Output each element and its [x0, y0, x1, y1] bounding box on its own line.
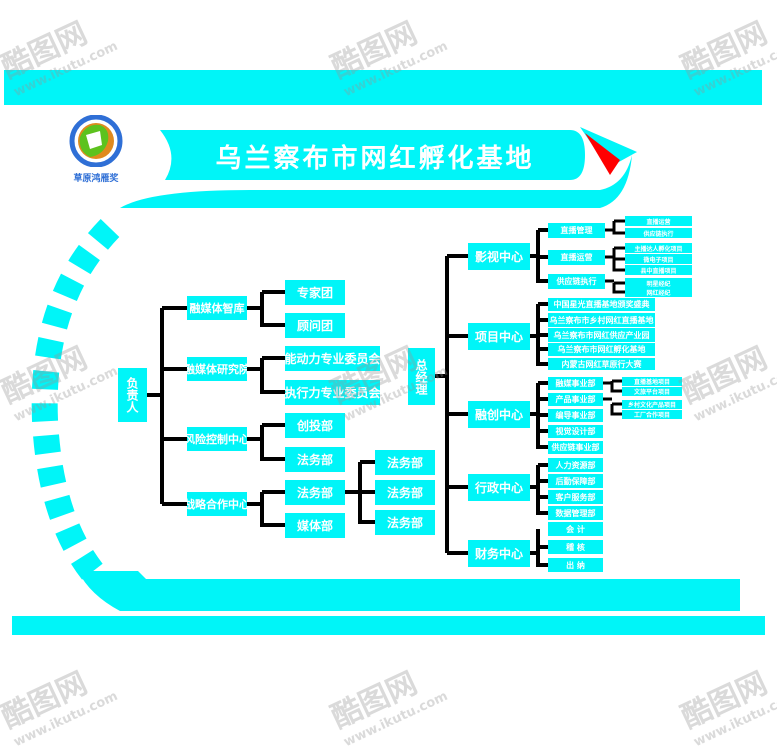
node-sub-unit: 微电子项目 — [625, 254, 692, 264]
node-unit: 客户服务部 — [548, 490, 603, 504]
branch-connectors — [247, 290, 375, 527]
node-center: 项目中心 — [468, 323, 530, 350]
title-banner — [160, 130, 585, 180]
paper-plane-icon — [580, 127, 637, 168]
node-branch: 融媒体研究院 — [187, 357, 247, 381]
node-project: 中国星光直播基地颁奖盛典 — [548, 298, 655, 311]
node-dept: 媒体部 — [285, 513, 345, 538]
node-unit: 产品事业部 — [548, 393, 603, 406]
node-unit: 会 计 — [548, 522, 603, 536]
node-dept: 法务部 — [285, 480, 345, 505]
node-project: 乌兰察布市乡村网红直播基地 — [548, 313, 655, 327]
root-connector — [147, 306, 187, 506]
node-subdept: 法务部 — [375, 510, 435, 535]
node-general-manager: 总经理 — [408, 348, 435, 405]
node-center: 行政中心 — [468, 474, 530, 501]
node-dept: 专家团 — [285, 280, 345, 305]
node-unit: 视觉设计部 — [548, 425, 603, 438]
node-unit: 供应链事业部 — [548, 441, 603, 454]
node-subdept: 法务部 — [375, 450, 435, 475]
left-arc — [31, 218, 120, 584]
logo-text: 草原鸿雁奖 — [73, 174, 119, 184]
node-center: 财务中心 — [468, 540, 530, 567]
node-unit: 人力资源部 — [548, 458, 603, 472]
node-unit: 融媒事业部 — [548, 377, 603, 390]
node-dept: 法务部 — [285, 447, 345, 472]
node-unit: 数据管理部 — [548, 506, 603, 520]
node-dept: 顾问团 — [285, 313, 345, 338]
logo: 草原鸿雁奖 — [66, 114, 126, 184]
node-unit: 直播管理 — [548, 223, 605, 238]
node-sub-unit: 主播达人孵化项目 — [625, 243, 692, 253]
node-sub-unit: 明星经纪 — [625, 278, 692, 288]
node-unit: 后勤保障部 — [548, 474, 603, 488]
node-sub-unit: 文旅平台项目 — [622, 387, 682, 396]
node-center: 融创中心 — [468, 401, 530, 428]
node-project: 内蒙古网红草原行大赛 — [548, 358, 655, 370]
node-unit: 编导事业部 — [548, 409, 603, 422]
node-sub-unit: 直播运营 — [625, 216, 692, 226]
node-branch: 融媒体智库 — [187, 296, 247, 320]
lower-band — [78, 571, 740, 611]
node-unit: 出 纳 — [548, 558, 603, 572]
node-dept: 能动力专业委员会 — [285, 346, 380, 371]
node-center: 影视中心 — [468, 243, 530, 270]
sub-connectors — [603, 219, 625, 416]
node-root: 负责人 — [118, 368, 147, 422]
top-band — [4, 70, 762, 105]
node-sub-unit: 乡村文化产品项目 — [622, 400, 682, 409]
node-sub-unit: 工厂合作项目 — [622, 410, 682, 419]
node-sub-unit: 直播基地项目 — [622, 377, 682, 386]
paper-plane-wing — [585, 133, 620, 175]
gm-connector — [435, 254, 468, 555]
bottom-band — [12, 616, 765, 635]
center-connectors — [530, 228, 548, 567]
node-dept: 创投部 — [285, 413, 345, 438]
node-sub-unit: 网红经纪 — [625, 288, 692, 297]
node-sub-unit: 县中直播项目 — [625, 265, 692, 275]
node-project: 乌兰察布市网红供应产业园 — [548, 328, 655, 342]
node-unit: 稽 核 — [548, 540, 603, 554]
node-unit: 直播运营 — [548, 250, 605, 265]
title-swoosh — [120, 155, 632, 208]
node-subdept: 法务部 — [375, 480, 435, 505]
node-sub-unit: 供应链执行 — [625, 228, 692, 238]
node-unit: 供应链执行 — [548, 274, 605, 289]
node-project: 乌兰察布市网红孵化基地 — [548, 343, 655, 356]
logo-emblem-icon — [69, 114, 123, 168]
page-title: 乌兰察布市网红孵化基地 — [215, 144, 535, 174]
node-branch: 战略合作中心 — [187, 492, 247, 516]
node-dept: 执行力专业委员会 — [285, 380, 380, 405]
node-branch: 风险控制中心 — [187, 427, 247, 451]
